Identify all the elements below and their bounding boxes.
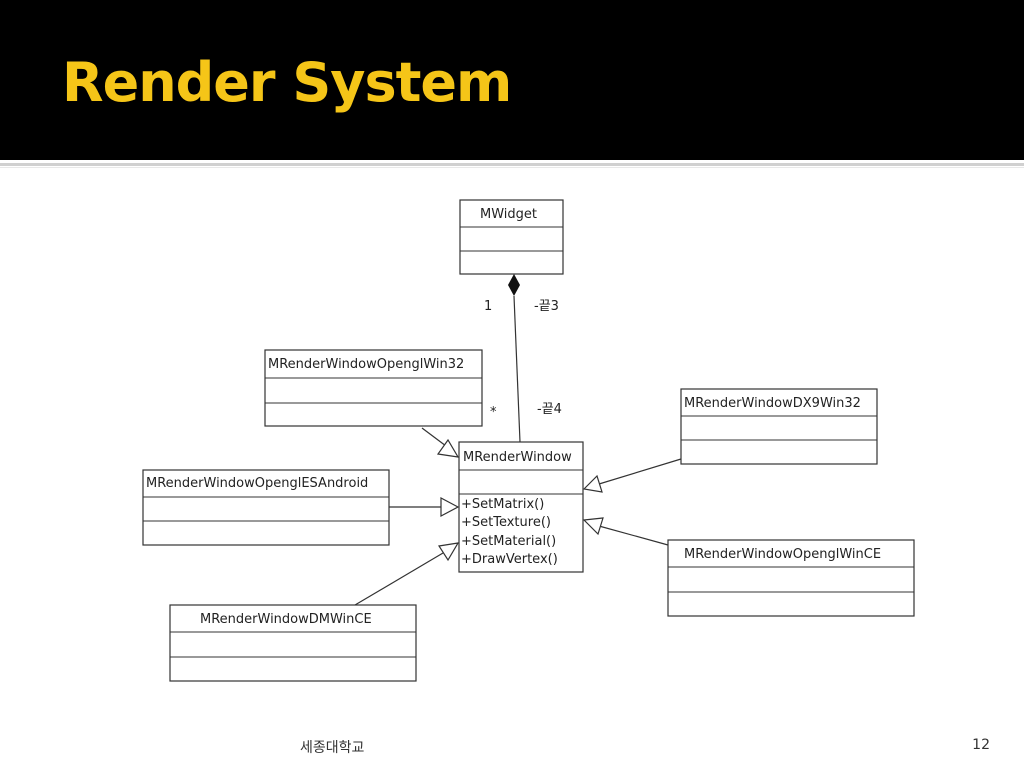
class-name-opengles-android: MRenderWindowOpenglESAndroid: [146, 476, 368, 491]
class-mwidget: MWidget: [459, 199, 564, 275]
class-mrenderwindowdmwince: MRenderWindowDMWinCE: [169, 604, 417, 682]
composition-diamond: [508, 274, 520, 296]
generalization-dx9win32: [582, 458, 682, 493]
role-top: -끝3: [534, 299, 559, 314]
class-name-opengl-wince: MRenderWindowOpenglWinCE: [684, 547, 881, 562]
operation-drawvertex: +DrawVertex(): [461, 552, 558, 567]
operation-setmatrix: +SetMatrix(): [461, 497, 544, 512]
multiplicity-bottom: *: [490, 405, 497, 420]
class-name-opengl-win32: MRenderWindowOpenglWin32: [268, 357, 464, 372]
page-number: 12: [972, 737, 990, 753]
multiplicity-top: 1: [484, 299, 492, 314]
class-name-mwidget: MWidget: [480, 207, 537, 222]
generalization-opengl-win32: [421, 427, 460, 458]
header-divider-thin: [0, 167, 1024, 168]
composition-link: 1 -끝3 * -끝4: [484, 274, 562, 443]
slide-title: Render System: [62, 51, 512, 114]
class-mrenderwindowdx9win32: MRenderWindowDX9Win32: [680, 388, 878, 465]
footer-university: 세종대학교: [300, 740, 365, 756]
class-name-mrenderwindow: MRenderWindow: [463, 450, 572, 465]
class-mrenderwindowopenglwince: MRenderWindowOpenglWinCE: [667, 539, 915, 617]
generalization-dmwince: [354, 542, 460, 606]
class-mrenderwindow: MRenderWindow +SetMatrix() +SetTexture()…: [458, 441, 584, 573]
operation-setmaterial: +SetMaterial(): [461, 534, 556, 549]
operation-settexture: +SetTexture(): [461, 515, 551, 530]
role-bottom: -끝4: [537, 402, 562, 417]
class-name-dx9win32: MRenderWindowDX9Win32: [684, 396, 861, 411]
header-divider: [0, 163, 1024, 166]
class-name-dmwince: MRenderWindowDMWinCE: [200, 612, 372, 627]
class-mrenderwindowopenglwin32: MRenderWindowOpenglWin32: [264, 349, 483, 427]
generalization-opengl-wince: [582, 517, 669, 546]
slide-header: Render System: [0, 0, 1024, 160]
class-mrenderwindowopenglesandroid: MRenderWindowOpenglESAndroid: [142, 469, 390, 546]
generalization-opengles-android: [389, 497, 460, 517]
